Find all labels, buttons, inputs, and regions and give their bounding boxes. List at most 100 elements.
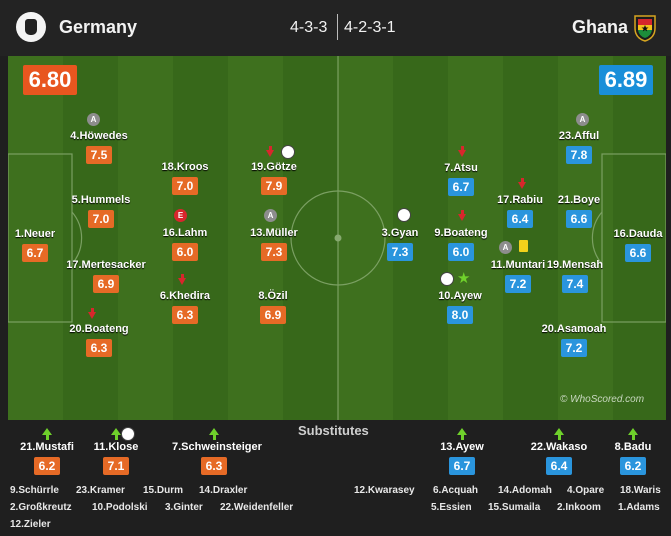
sub-rating: 7.1 xyxy=(103,457,129,475)
bench-player[interactable]: 4.Opare xyxy=(567,485,605,496)
bench-player[interactable]: 1.Adams xyxy=(618,502,660,513)
away-formation: 4-2-3-1 xyxy=(344,19,396,36)
sub-card-wakaso[interactable]: 22.Wakaso 6.4 xyxy=(527,428,591,475)
pitch: 6.80 6.89 1.Neuer 6.7 4.Höwedes 7.5 5.Hu… xyxy=(8,56,666,420)
player-card-boateng-gh[interactable]: 9.Boateng 6.0 xyxy=(406,227,516,261)
player-name: 8.Özil xyxy=(258,290,288,302)
player-name: 16.Dauda xyxy=(613,228,663,240)
player-card-hummels[interactable]: 5.Hummels 7.0 xyxy=(46,194,156,228)
substitutes-title: Substitutes xyxy=(298,423,369,438)
player-card-asamoah[interactable]: 20.Asamoah 7.2 xyxy=(519,323,629,357)
player-rating: 6.7 xyxy=(448,178,474,196)
bench-player[interactable]: 15.Durm xyxy=(143,485,184,496)
player-name: 3.Gyan xyxy=(381,227,419,239)
player-card-boye[interactable]: 21.Boye 6.6 xyxy=(524,194,634,228)
sub-card-ayew[interactable]: 13.Ayew 6.7 xyxy=(432,428,492,475)
player-name: 17.Mertesacker xyxy=(66,259,146,271)
bench-player[interactable]: 9.Schürrle xyxy=(10,485,59,496)
player-rating: 7.5 xyxy=(86,146,112,164)
sub-name: 11.Klose xyxy=(93,441,139,453)
player-card-afful[interactable]: 23.Afful 7.8 xyxy=(524,130,634,164)
bench-player[interactable]: 18.Waris xyxy=(620,485,661,496)
sub-card-schweinsteiger[interactable]: 7.Schweinsteiger 6.3 xyxy=(172,428,262,475)
player-name: 20.Boateng xyxy=(69,323,129,335)
subbed-on-icon xyxy=(41,428,53,441)
captain-icon: A xyxy=(264,209,277,222)
player-name: 23.Afful xyxy=(558,130,600,142)
bench-player[interactable]: 2.Inkoom xyxy=(557,502,601,513)
away-team-name[interactable]: Ghana xyxy=(572,17,629,37)
subbed-off-icon xyxy=(266,146,274,157)
away-team-rating: 6.89 xyxy=(599,65,653,95)
match-header: Germany 4-3-3 4-2-3-1 Ghana xyxy=(0,0,671,56)
sub-rating: 6.3 xyxy=(201,457,227,475)
home-team-name[interactable]: Germany xyxy=(59,17,138,37)
player-card-khedira[interactable]: 6.Khedira 6.3 xyxy=(130,290,240,324)
player-name: 9.Boateng xyxy=(434,227,488,239)
player-name: 18.Kroos xyxy=(161,161,209,173)
player-name: 1.Neuer xyxy=(14,228,56,240)
player-rating: 6.0 xyxy=(448,243,474,261)
player-name: 19.Mensah xyxy=(546,259,604,271)
sub-rating: 6.2 xyxy=(34,457,60,475)
home-team-rating: 6.80 xyxy=(23,65,77,95)
player-rating: 7.2 xyxy=(505,275,531,293)
bench-player[interactable]: 12.Kwarasey xyxy=(354,485,415,496)
subbed-off-icon xyxy=(88,308,96,319)
bench-player[interactable]: 23.Kramer xyxy=(76,485,125,496)
player-rating: 7.2 xyxy=(561,339,587,357)
player-card-lahm[interactable]: 16.Lahm 6.0 xyxy=(130,227,240,261)
ghana-crest-icon xyxy=(634,15,656,42)
sub-name: 8.Badu xyxy=(614,441,652,453)
bench-player[interactable]: 14.Adomah xyxy=(498,485,552,496)
bench-player[interactable]: 22.Weidenfeller xyxy=(220,502,294,513)
subbed-off-icon xyxy=(458,210,466,221)
player-card-gyan[interactable]: 3.Gyan 7.3 xyxy=(345,227,455,261)
player-card-muntari[interactable]: 11.Muntari 7.2 xyxy=(463,259,573,293)
player-card-ozil[interactable]: 8.Özil 6.9 xyxy=(218,290,328,324)
player-name: 17.Rabiu xyxy=(497,194,543,206)
bench-player[interactable]: 6.Acquah xyxy=(433,485,479,496)
bench-player[interactable]: 14.Draxler xyxy=(199,485,248,496)
sub-card-badu[interactable]: 8.Badu 6.2 xyxy=(613,428,653,475)
sub-card-mustafi[interactable]: 21.Mustafi 6.2 xyxy=(15,428,79,475)
player-rating: 6.6 xyxy=(566,210,592,228)
sub-card-klose[interactable]: 11.Klose 7.1 xyxy=(86,428,146,475)
player-card-ayew[interactable]: 10.Ayew 8.0 xyxy=(405,290,515,324)
player-card-gotze[interactable]: 19.Götze 7.9 xyxy=(219,161,329,195)
bench-player[interactable]: 12.Zieler xyxy=(10,519,51,530)
player-card-boateng-de[interactable]: 20.Boateng 6.3 xyxy=(44,323,154,357)
sub-rating: 6.2 xyxy=(620,457,646,475)
player-card-dauda[interactable]: 16.Dauda 6.6 xyxy=(583,228,671,262)
man-of-the-match-star-icon: ★ xyxy=(457,270,471,287)
player-rating: 7.9 xyxy=(261,177,287,195)
player-rating: 7.3 xyxy=(387,243,413,261)
player-rating: 6.6 xyxy=(625,244,651,262)
player-name: 20.Asamoah xyxy=(541,323,607,335)
captain-icon: A xyxy=(499,241,512,254)
goal-ball-icon xyxy=(397,208,411,222)
bench-player[interactable]: 3.Ginter xyxy=(165,502,203,513)
player-name: 6.Khedira xyxy=(159,290,211,302)
player-card-muller[interactable]: 13.Müller 7.3 xyxy=(219,227,329,261)
player-name: 5.Hummels xyxy=(71,194,131,206)
pitch-lines xyxy=(8,56,666,420)
subbed-on-icon xyxy=(208,428,220,441)
player-card-atsu[interactable]: 7.Atsu 6.7 xyxy=(406,162,516,196)
player-card-rabiu[interactable]: 17.Rabiu 6.4 xyxy=(465,194,575,228)
player-card-neuer[interactable]: 1.Neuer 6.7 xyxy=(0,228,90,262)
subbed-off-icon xyxy=(518,178,526,189)
player-rating: 6.3 xyxy=(86,339,112,357)
player-card-kroos[interactable]: 18.Kroos 7.0 xyxy=(130,161,240,195)
player-card-howedes[interactable]: 4.Höwedes 7.5 xyxy=(44,130,154,164)
goal-ball-icon xyxy=(281,145,295,159)
sub-name: 21.Mustafi xyxy=(20,441,74,453)
player-card-mensah[interactable]: 19.Mensah 7.4 xyxy=(520,259,630,293)
subbed-on-icon xyxy=(627,428,639,441)
player-card-mertesacker[interactable]: 17.Mertesacker 6.9 xyxy=(51,259,161,293)
bench-player[interactable]: 2.Großkreutz xyxy=(10,502,72,513)
bench-player[interactable]: 10.Podolski xyxy=(92,502,148,513)
player-name: 16.Lahm xyxy=(162,227,208,239)
bench-player[interactable]: 15.Sumaila xyxy=(488,502,541,513)
bench-player[interactable]: 5.Essien xyxy=(431,502,472,513)
